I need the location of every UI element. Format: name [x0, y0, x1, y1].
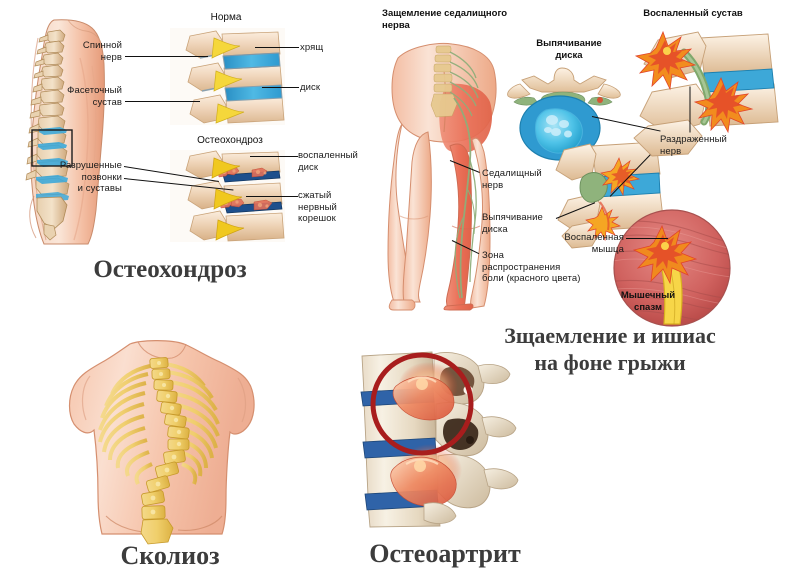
inflammation-burst: [600, 157, 641, 197]
label-disc: диск: [300, 82, 321, 93]
label-spinal-nerve: Спинной нерв: [82, 40, 122, 63]
caption-sciatica-hernia: Зщаемление и ишиас на фоне грыжи: [504, 323, 716, 375]
joint-inflammation-burst-top: [634, 30, 697, 91]
inflamed-facet-lower: [390, 444, 462, 507]
label-irritated-nerve: Раздраженный нерв: [660, 134, 727, 157]
leader-disc: [262, 87, 299, 88]
label-sciatic-nerve: Седалищный нерв: [482, 168, 542, 191]
osteochondrosis-vertebrae-figure: [170, 150, 285, 242]
leader-facet-joint: [125, 101, 200, 102]
lower-body-back-figure: [387, 43, 497, 311]
label-pain-zone: Зона распространения боли (красного цвет…: [482, 250, 581, 284]
leader-irritated-nerve-vert: [689, 86, 691, 133]
label-inflamed-disc: воспаленный диск: [298, 150, 358, 173]
osteoarthritis-vertebrae-figure: [360, 351, 519, 528]
label-destroyed-vertebrae: Разрушенные позвонки и суставы: [59, 160, 122, 194]
leader-inflamed-muscle: [626, 238, 668, 239]
scoliosis-back-figure: [68, 340, 255, 545]
norma-vertebrae-figure: [170, 28, 285, 125]
leader-cartilage: [255, 47, 299, 48]
label-compressed-nerve-root: сжатый нервный корешок: [298, 190, 337, 224]
leader-inflamed-disc: [250, 156, 298, 157]
lumbar-highlight-box: [31, 129, 73, 167]
muscle-spasm-inset-figure: [613, 209, 731, 327]
spasm-burst: [632, 224, 698, 285]
caption-osteochondrosis: Остеохондроз: [93, 256, 247, 283]
joint-inflammation-burst-bottom: [693, 77, 754, 134]
leader-compressed-nerve-root: [246, 196, 298, 197]
osteochondrosis-sub-heading: Остеохондроз: [197, 135, 263, 146]
heading-inflamed-joint: Воспаленный сустав: [643, 8, 743, 19]
panel-sciatica-hernia: Защемление седалищного нерва: [360, 0, 800, 390]
caption-osteoarthritis: Остеоартрит: [369, 539, 521, 568]
panel-osteoarthritis: Остеоартрит: [330, 320, 580, 573]
heading-disc-bulge: Выпячивание диска: [536, 38, 602, 61]
label-cartilage: хрящ: [300, 42, 324, 53]
norma-heading: Норма: [210, 12, 242, 23]
highlight-circle: [370, 352, 474, 456]
panel-scoliosis: Сколиоз: [0, 320, 340, 573]
label-facet-joint: Фасеточный сустав: [67, 85, 122, 108]
panel-osteochondrosis: Норма: [0, 0, 360, 300]
inflamed-facet-upper: [392, 362, 458, 421]
leader-spinal-nerve: [125, 56, 208, 57]
label-disc-bulge: Выпячивание диска: [482, 212, 543, 235]
heading-sciatic-pinch: Защемление седалищного нерва: [382, 8, 508, 31]
torso-lateral-figure: [25, 19, 105, 245]
heading-muscle-spasm: Мышечный спазм: [620, 290, 676, 313]
label-inflamed-muscle: Воспаленная мышца: [564, 232, 624, 255]
inflammation-burst-2: [585, 206, 622, 242]
caption-scoliosis: Сколиоз: [120, 541, 220, 570]
